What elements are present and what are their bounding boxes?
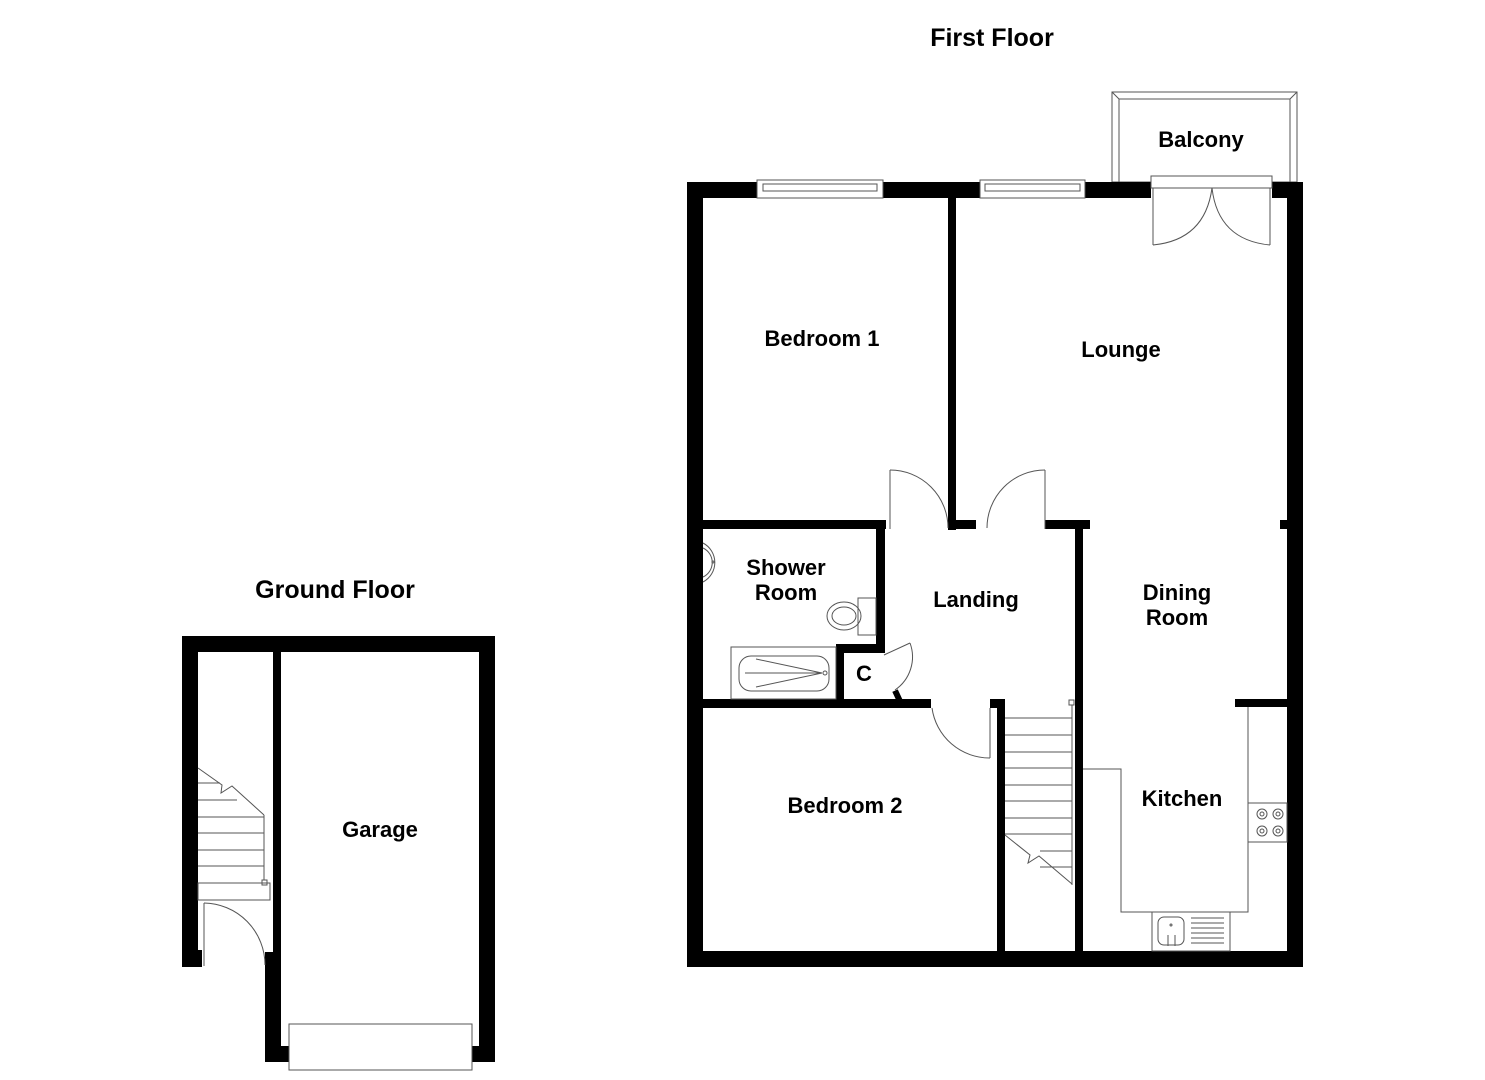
wall-bedroom2-top bbox=[703, 699, 931, 708]
ground-floor-title: Ground Floor bbox=[255, 576, 415, 604]
wall-cupboard-top bbox=[836, 644, 885, 653]
room-label-kitchen: Kitchen bbox=[1142, 786, 1223, 811]
room-label-shower-line1: Shower bbox=[746, 555, 826, 580]
room-label-landing: Landing bbox=[933, 587, 1019, 612]
room-label-bedroom2: Bedroom 2 bbox=[788, 793, 903, 818]
first-floor-plan: Bedroom 1 Lounge Balcony Shower Room Lan… bbox=[687, 91, 1303, 967]
wall-lounge-bottom-right bbox=[1045, 520, 1090, 529]
toilet-icon bbox=[826, 597, 877, 636]
washbasin-icon bbox=[702, 542, 716, 583]
wall-bedroom1-lounge bbox=[948, 198, 956, 530]
door-bedroom1[interactable] bbox=[889, 469, 949, 529]
room-label-dining-line2: Room bbox=[1146, 605, 1208, 630]
staircase-ground-floor bbox=[197, 767, 271, 901]
door-bedroom2[interactable] bbox=[931, 707, 991, 759]
wall-lounge-bottom-left bbox=[948, 520, 976, 529]
outer-walls bbox=[687, 182, 1303, 967]
room-label-balcony: Balcony bbox=[1158, 127, 1244, 152]
wall-shower-right bbox=[876, 529, 885, 644]
garage-walls bbox=[182, 636, 495, 1062]
room-label-garage: Garage bbox=[342, 817, 418, 842]
wall-kitchen-stub bbox=[1235, 699, 1287, 707]
kitchen-units bbox=[1083, 707, 1249, 952]
kitchen-sink-icon bbox=[1157, 916, 1224, 946]
door-ground-entrance[interactable] bbox=[203, 902, 266, 966]
hob-icon bbox=[1247, 802, 1288, 843]
window-bedroom1 bbox=[756, 179, 884, 199]
first-floor-title: First Floor bbox=[930, 24, 1054, 52]
room-label-cupboard: C bbox=[856, 661, 872, 686]
room-label-shower-line2: Room bbox=[755, 580, 817, 605]
balcony-french-doors bbox=[1150, 175, 1273, 246]
door-lounge[interactable] bbox=[986, 469, 1046, 529]
garage-door[interactable] bbox=[288, 1023, 473, 1071]
wall-cupboard-left bbox=[836, 644, 844, 707]
wall-lounge-stub bbox=[1280, 520, 1288, 529]
ground-floor-plan: Garage bbox=[182, 636, 495, 1071]
wall-bedroom1-bottom bbox=[703, 520, 886, 529]
door-cupboard[interactable] bbox=[883, 642, 914, 691]
wall-bedroom2-right bbox=[997, 699, 1005, 951]
room-label-lounge: Lounge bbox=[1081, 337, 1160, 362]
wall-dining-left bbox=[1075, 520, 1083, 951]
room-label-dining-line1: Dining bbox=[1143, 580, 1211, 605]
window-lounge bbox=[979, 179, 1086, 199]
staircase-first-floor bbox=[1004, 699, 1075, 885]
bath-icon bbox=[730, 646, 837, 700]
room-label-bedroom1: Bedroom 1 bbox=[765, 326, 880, 351]
